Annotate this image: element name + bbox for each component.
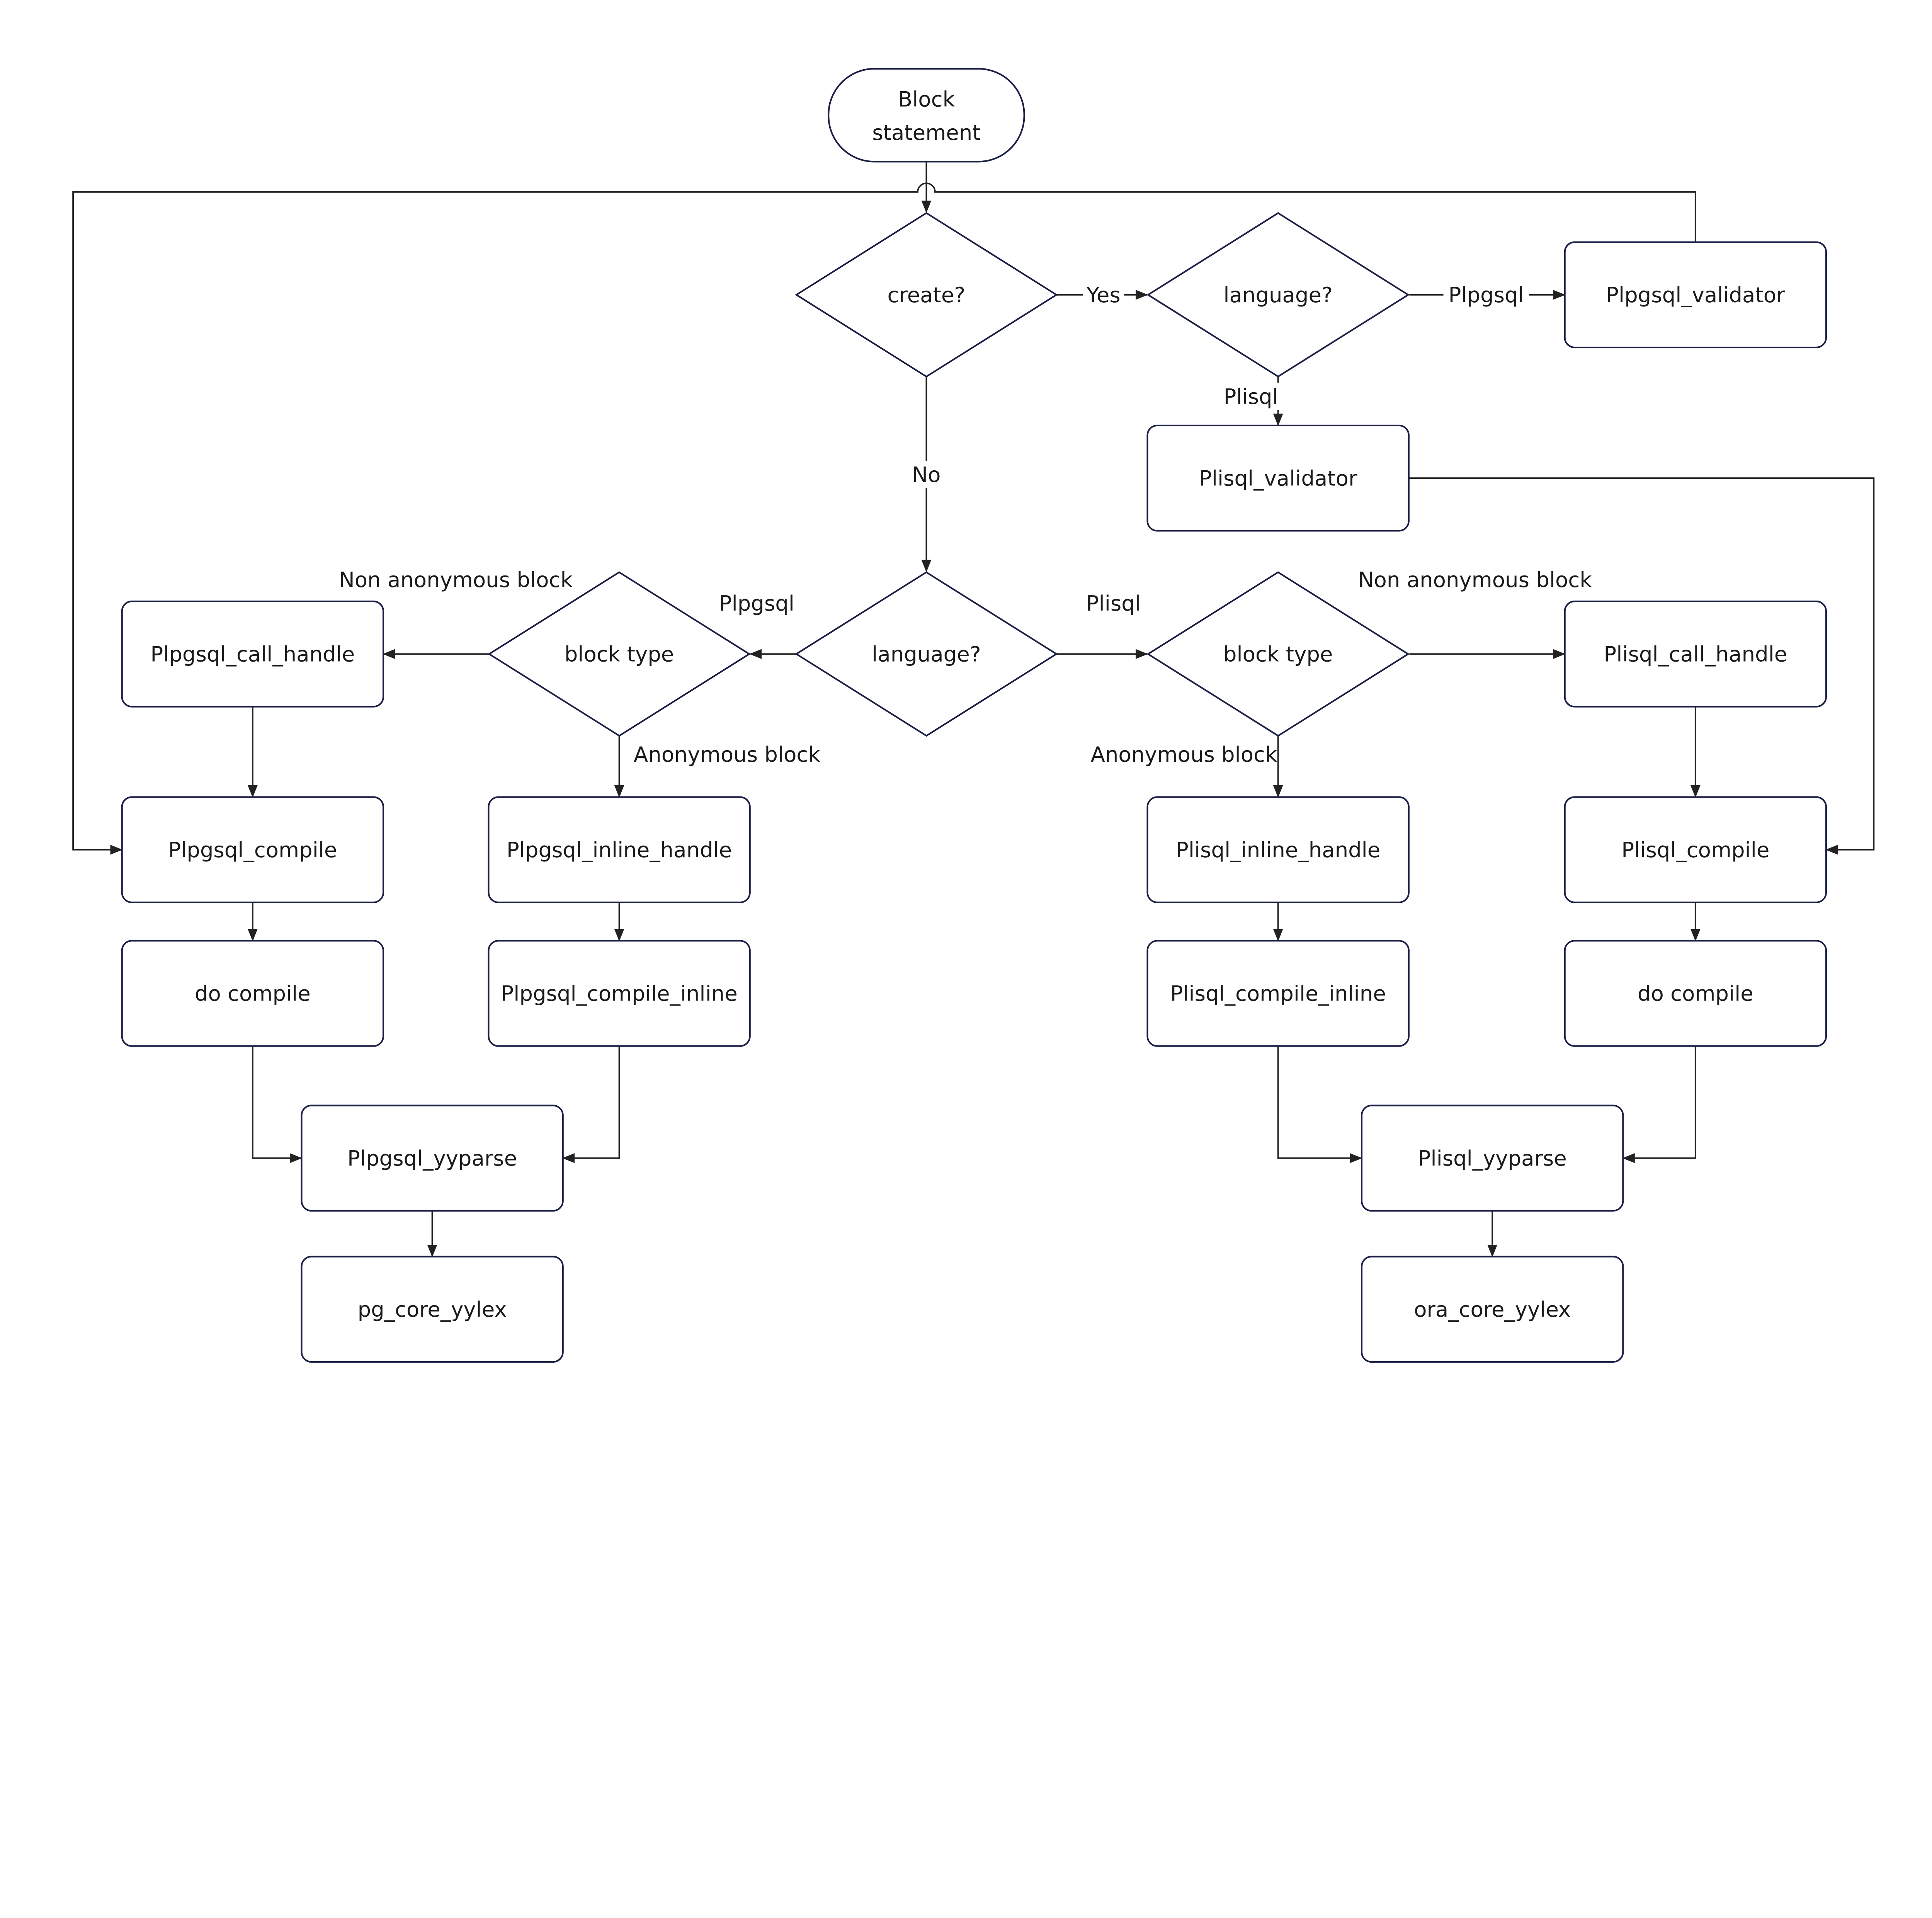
decision-diamond — [794, 212, 1058, 378]
flowchart: Block statement create? language? Plpgsql_va… — [72, 68, 1875, 1363]
edge-ora-do-to-yyparse — [1622, 1045, 1696, 1163]
node-label: ora_core_yylex — [1414, 1297, 1571, 1322]
node-block-type-ora: block type — [1146, 571, 1410, 737]
label-background — [1443, 281, 1529, 309]
process-box — [121, 601, 384, 708]
process-box — [121, 940, 384, 1047]
edge-plisql-validator-to-compile — [1409, 477, 1875, 855]
terminal-shape — [828, 68, 1025, 163]
node-label: block type — [1223, 642, 1333, 667]
edge-label-main-plpgsql: Plpgsql — [719, 591, 794, 616]
process-box — [1564, 241, 1827, 349]
process-box — [1146, 940, 1410, 1047]
node-language-create: language? — [1146, 212, 1410, 378]
node-label: Plisql_inline_handle — [1176, 837, 1380, 862]
edge-label-create-plisql: Plisql — [1224, 384, 1278, 409]
nodes-layer: Block statement create? language? Plpgsql_va… — [121, 68, 1827, 1363]
process-box — [1146, 796, 1410, 904]
process-box — [488, 940, 751, 1047]
edge-validator-loop — [72, 182, 1696, 855]
process-box — [121, 796, 384, 904]
node-pg-core-yylex: pg_core_yylex — [301, 1256, 564, 1363]
node-label: language? — [1223, 283, 1333, 307]
edge-ora-inline-to-yyparse — [1277, 1045, 1362, 1163]
process-box — [301, 1105, 564, 1212]
node-label: Plisql_validator — [1199, 466, 1357, 490]
node-block-type-pg: block type — [488, 571, 751, 737]
label-background — [1083, 281, 1124, 309]
node-label: Plpgsql_yyparse — [347, 1146, 517, 1171]
edge-label-create-plpgsql: Plpgsql — [1449, 283, 1524, 307]
node-plpgsql-inline-handle: Plpgsql_inline_handle — [488, 796, 751, 904]
node-label: Plpgsql_compile_inline — [501, 981, 737, 1006]
node-label: Plpgsql_inline_handle — [507, 837, 732, 862]
edge-label-yes: Yes — [1086, 283, 1121, 307]
decision-diamond — [488, 571, 751, 737]
decision-diamond — [1146, 571, 1410, 737]
node-plisql-yyparse: Plisql_yyparse — [1361, 1105, 1624, 1212]
node-plisql-compile-inline: Plisql_compile_inline — [1146, 940, 1410, 1047]
process-box — [1361, 1105, 1624, 1212]
node-label: Plisql_compile_inline — [1170, 981, 1386, 1006]
node-plisql-compile: Plisql_compile — [1564, 796, 1827, 904]
label-background — [714, 589, 799, 617]
node-plpgsql-compile: Plpgsql_compile — [121, 796, 384, 904]
node-ora-core-yylex: ora_core_yylex — [1361, 1256, 1624, 1363]
node-label: statement — [872, 120, 980, 145]
node-plpgsql-compile-inline: Plpgsql_compile_inline — [488, 940, 751, 1047]
label-background — [911, 461, 941, 488]
edge-label-ora-non-anon: Non anonymous block — [1358, 567, 1592, 592]
decision-diamond — [794, 571, 1058, 737]
node-label: Plisql_call_handle — [1604, 642, 1787, 667]
decision-diamond — [1146, 212, 1410, 378]
edges-layer — [72, 162, 1875, 1258]
edge-pg-inline-to-yyparse — [562, 1045, 620, 1163]
node-label: do compile — [1638, 981, 1753, 1006]
node-start: Block statement — [828, 68, 1025, 163]
node-label: language? — [872, 642, 981, 667]
node-label: Block — [898, 87, 955, 112]
process-box — [1564, 940, 1827, 1047]
node-plisql-call-handle: Plisql_call_handle — [1564, 601, 1827, 708]
node-label: Plpgsql_call_handle — [150, 642, 355, 667]
node-label: create? — [888, 283, 966, 307]
node-do-compile-ora: do compile — [1564, 940, 1827, 1047]
process-box — [1564, 601, 1827, 708]
node-plpgsql-yyparse: Plpgsql_yyparse — [301, 1105, 564, 1212]
edge-pg-do-to-yyparse — [252, 1045, 303, 1163]
process-box — [1361, 1256, 1624, 1363]
node-label: pg_core_yylex — [358, 1297, 507, 1322]
node-plisql-inline-handle: Plisql_inline_handle — [1146, 796, 1410, 904]
node-language-main: language? — [794, 571, 1058, 737]
node-label: Plpgsql_validator — [1606, 283, 1785, 307]
node-plisql-validator: Plisql_validator — [1146, 424, 1410, 532]
label-background — [1214, 383, 1288, 410]
node-label: do compile — [195, 981, 311, 1006]
edge-label-pg-non-anon: Non anonymous block — [339, 567, 573, 592]
node-label: Plisql_compile — [1621, 837, 1769, 862]
node-label: Plpgsql_compile — [168, 837, 337, 862]
edge-label-pg-anon: Anonymous block — [634, 742, 820, 767]
process-box — [301, 1256, 564, 1363]
edge-label-no: No — [912, 462, 940, 487]
process-box — [1564, 796, 1827, 904]
edge-label-ora-anon: Anonymous block — [1091, 742, 1277, 767]
process-box — [1146, 424, 1410, 532]
process-box — [488, 796, 751, 904]
edge-label-main-plisql: Plisql — [1086, 591, 1141, 616]
label-background — [1076, 589, 1151, 617]
node-plpgsql-validator: Plpgsql_validator — [1564, 241, 1827, 349]
node-label: block type — [565, 642, 674, 667]
node-plpgsql-call-handle: Plpgsql_call_handle — [121, 601, 384, 708]
node-label: Plisql_yyparse — [1418, 1146, 1567, 1171]
node-create: create? — [794, 212, 1058, 378]
node-do-compile-pg: do compile — [121, 940, 384, 1047]
